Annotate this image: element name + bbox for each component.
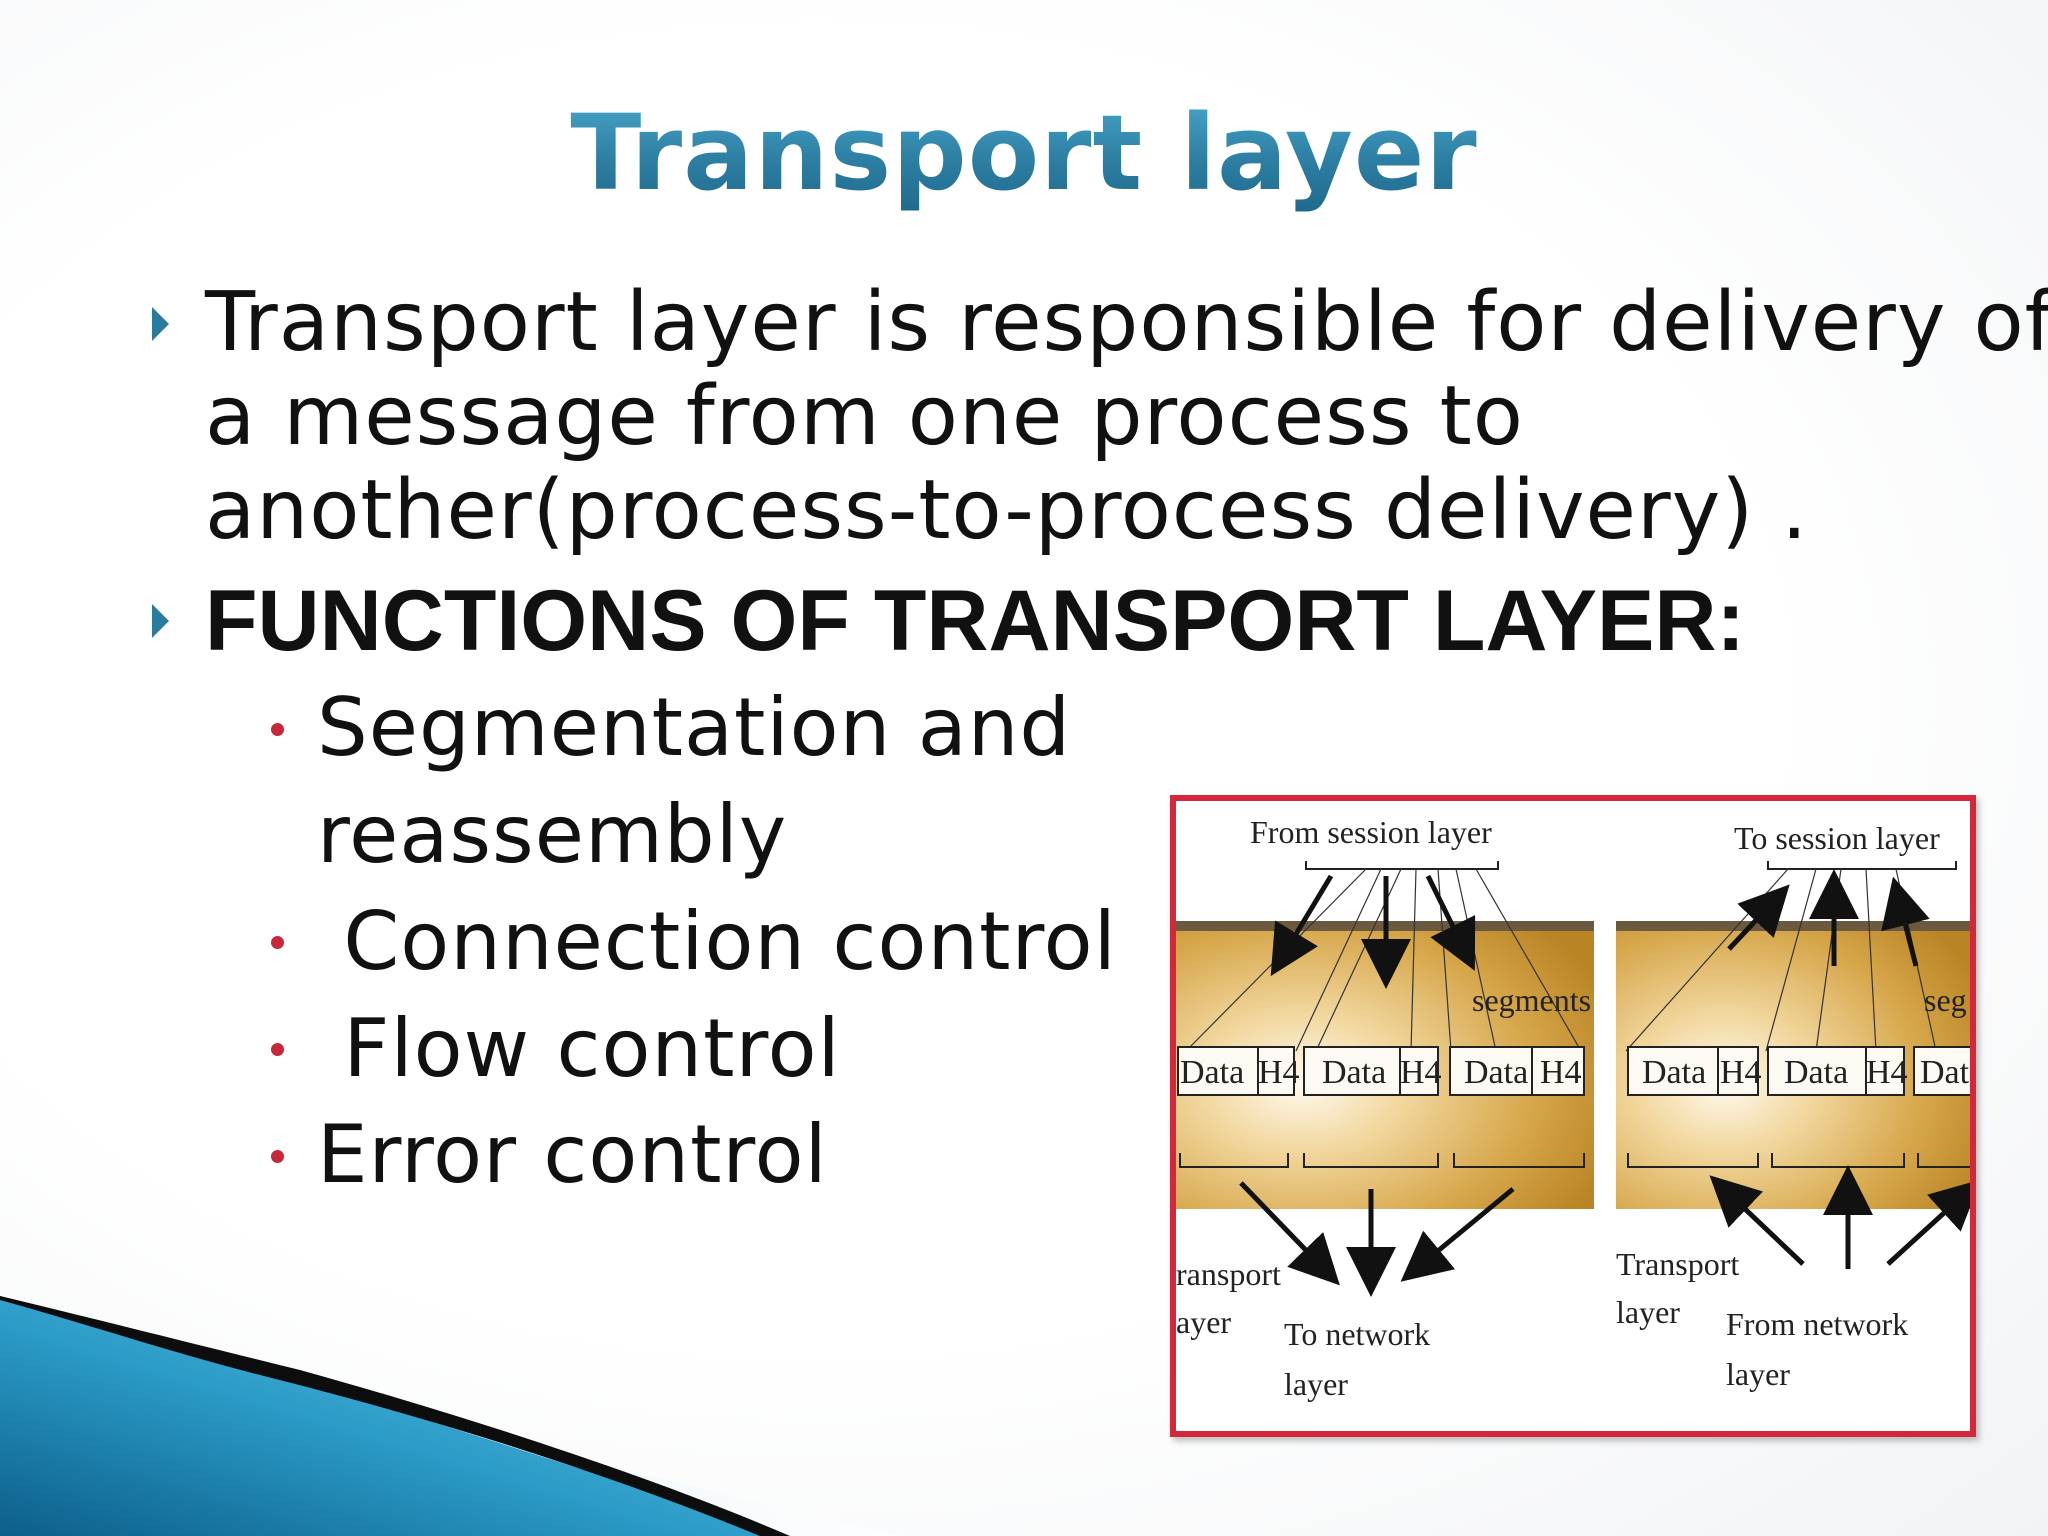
bullet-1-line-2: a message from one process to [205, 369, 1524, 464]
sub-bullet-dot-icon [271, 1150, 284, 1163]
sub-bullet-1-line-1: Segmentation and [317, 681, 1072, 774]
sub-bullet-dot-icon [271, 1043, 284, 1056]
transport-label-left: ayer [1176, 1304, 1231, 1340]
segment-h4-label: H4 [1258, 1054, 1300, 1091]
segment-data-label: Data [1642, 1054, 1706, 1091]
bullet-2-heading: FUNCTIONS OF TRANSPORT LAYER: [205, 573, 1746, 669]
from-session-label: From session layer [1250, 814, 1492, 850]
segment-data-label: Data [1180, 1054, 1244, 1091]
segment-data-label: Data [1322, 1054, 1386, 1091]
sub-bullet-dot-icon [271, 723, 284, 736]
segment-data-label: Dat [1920, 1054, 1970, 1091]
sub-bullet-4: Error control [317, 1108, 828, 1201]
segment-h4-label: H4 [1540, 1054, 1582, 1091]
segment-data-label: Data [1784, 1054, 1848, 1091]
bullet-1-line-1: Transport layer is responsible for deliv… [205, 275, 2048, 370]
slide-title: Transport layer [0, 92, 2048, 214]
sub-bullet-3: Flow control [317, 1002, 841, 1095]
bullet-arrow-icon [152, 307, 169, 341]
segments-label-left: segments [1472, 982, 1591, 1018]
segmentation-diagram: From session layer To session layer segm… [1176, 814, 1970, 1402]
from-network-label: From network [1726, 1306, 1908, 1342]
segments-label-right: seg [1924, 982, 1967, 1018]
to-network-label: To network [1284, 1316, 1430, 1352]
segment-h4-label: H4 [1400, 1054, 1442, 1091]
from-network-label: layer [1726, 1356, 1790, 1392]
transport-label-right: Transport [1616, 1246, 1739, 1282]
sub-bullet-1-line-2: reassembly [317, 788, 788, 881]
segment-h4-label: H4 [1866, 1054, 1908, 1091]
sub-bullet-2: Connection control [317, 895, 1117, 988]
segment-h4-label: H4 [1720, 1054, 1762, 1091]
transport-label-left: ransport [1176, 1256, 1281, 1292]
transport-label-right: layer [1616, 1294, 1680, 1330]
bullet-1-line-3: another(process-to-process delivery) . [205, 463, 1809, 558]
sub-bullet-dot-icon [271, 936, 284, 949]
transport-layer-figure: From session layer To session layer segm… [1170, 795, 1976, 1437]
to-session-label: To session layer [1734, 820, 1940, 856]
to-network-label: layer [1284, 1366, 1348, 1402]
bullet-arrow-icon [152, 604, 169, 638]
segment-data-label: Data [1464, 1054, 1528, 1091]
